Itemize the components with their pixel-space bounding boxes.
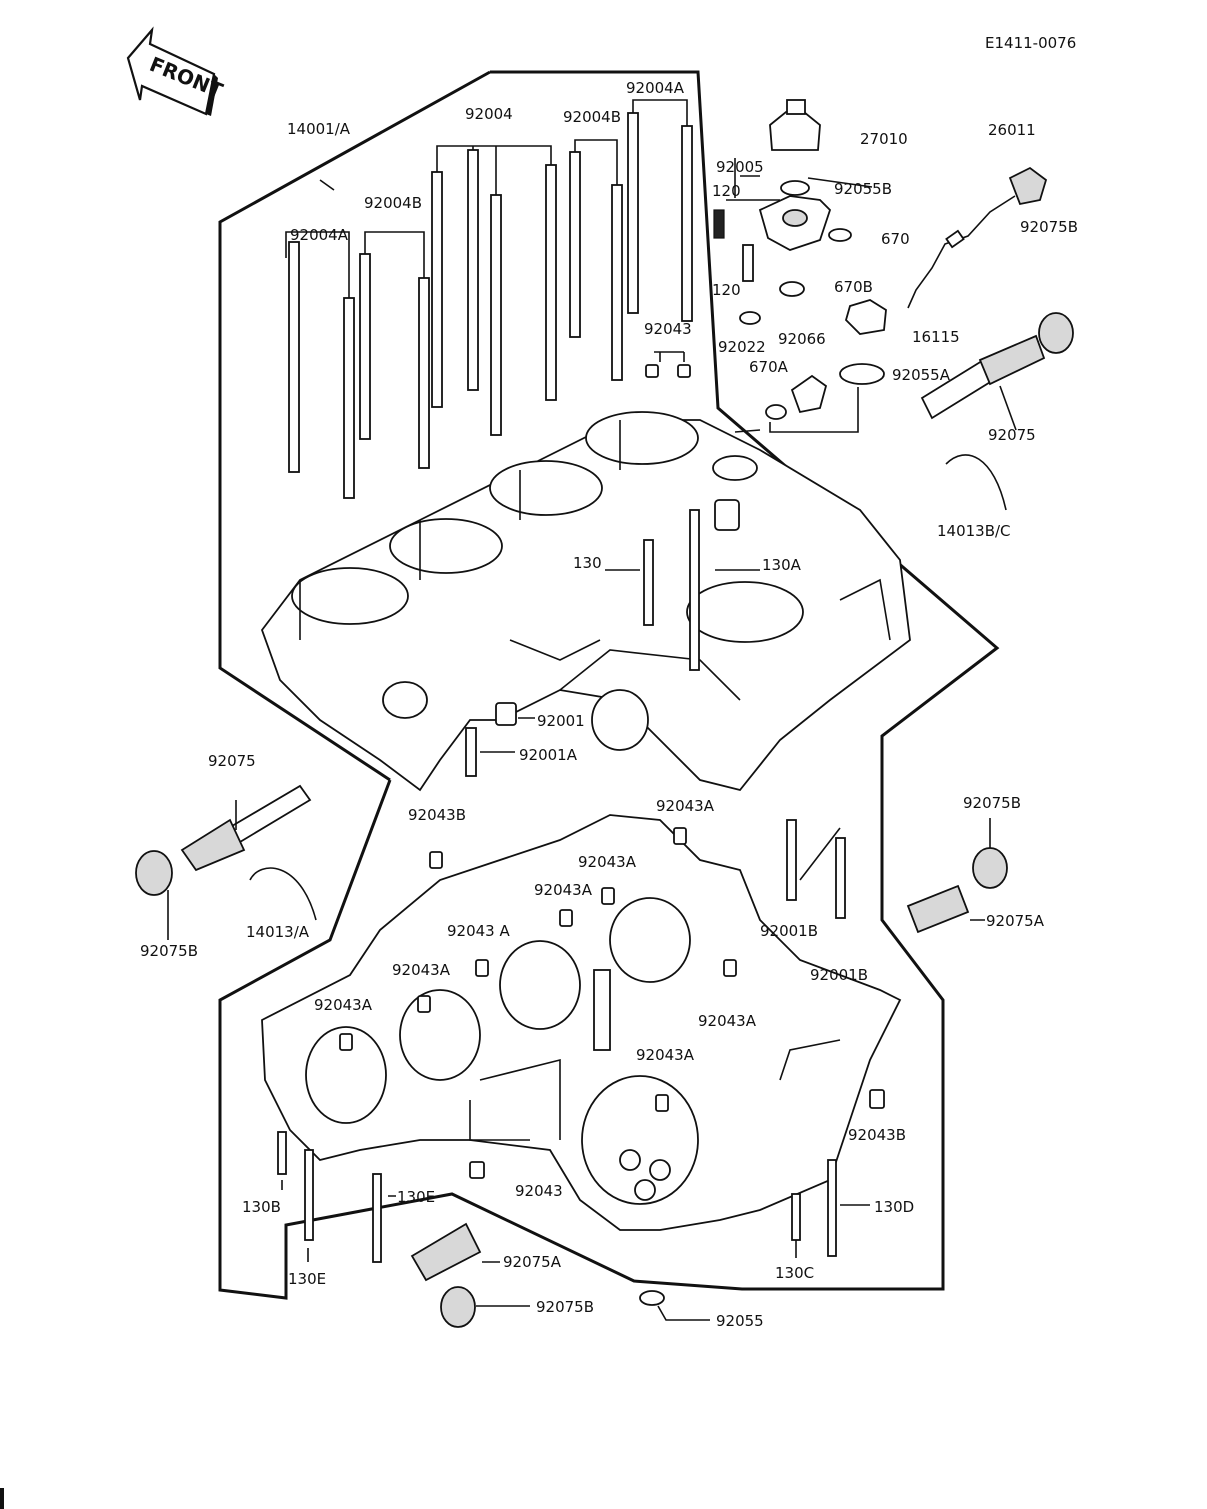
bolts-92001B [786, 819, 846, 919]
label-92004a-left: 92004A [290, 226, 349, 244]
oil-pipe-left [135, 784, 317, 940]
bearing-shell-arc [945, 454, 1007, 511]
label-92043-bottom: 92043 [515, 1182, 563, 1200]
label-92043-top: 92043 [644, 320, 692, 338]
label-92004a-top: 92004A [626, 79, 685, 97]
label-92075-left: 92075 [208, 752, 256, 770]
sensor-26011 [907, 166, 1048, 309]
label-92055: 92055 [716, 1312, 764, 1330]
label-130d: 130D [874, 1198, 914, 1216]
label-92043a-4: 92043 A [447, 922, 510, 940]
bolts-92001 [465, 702, 535, 777]
label-92075a-right: 92075A [986, 912, 1045, 930]
label-92043a-5: 92043A [392, 961, 451, 979]
label-92055b: 92055B [834, 180, 892, 198]
reference-code: E1411-0076 [985, 34, 1076, 52]
label-92004: 92004 [465, 105, 513, 123]
label-130b: 130B [242, 1198, 281, 1216]
label-14013bc: 14013B/C [937, 522, 1011, 540]
label-130e-1: 130E [397, 1188, 435, 1206]
part-labels: 14001/A 92004 92004A 92004B 92004B 92004… [140, 79, 1078, 1330]
label-27010: 27010 [860, 130, 908, 148]
label-92004b-mid: 92004B [364, 194, 422, 212]
label-92066: 92066 [778, 330, 826, 348]
label-92022: 92022 [718, 338, 766, 356]
label-92043a-6: 92043A [314, 996, 373, 1014]
label-92075b-bottom: 92075B [536, 1298, 594, 1316]
lower-crankcase [261, 814, 902, 1231]
label-14013a: 14013/A [246, 923, 310, 941]
label-92043b-left: 92043B [408, 806, 466, 824]
label-120-b: 120 [712, 281, 741, 299]
upper-crankcase [260, 411, 911, 792]
dowels [339, 351, 885, 1179]
bottom-bolts [277, 1131, 870, 1263]
label-92001: 92001 [537, 712, 585, 730]
page-edge-mark [0, 1488, 4, 1509]
label-92043a-7: 92043A [698, 1012, 757, 1030]
label-92075a-bottom: 92075A [503, 1253, 562, 1271]
label-92043a-2: 92043A [578, 853, 637, 871]
upper-case-group-border-left [218, 70, 491, 782]
oil-fittings [713, 99, 887, 433]
label-92043b-right: 92043B [848, 1126, 906, 1144]
label-92055a: 92055A [892, 366, 951, 384]
label-92043a-1: 92043A [656, 797, 715, 815]
label-120-a: 120 [712, 182, 741, 200]
label-670: 670 [881, 230, 910, 248]
stud-leaders [285, 99, 688, 298]
label-92075b-right-lower: 92075B [963, 794, 1021, 812]
strainer-right-lower [906, 818, 1008, 934]
label-92075b-left: 92075B [140, 942, 198, 960]
label-92001b-2: 92001B [810, 966, 868, 984]
label-130c: 130C [775, 1264, 814, 1282]
front-arrow-icon: FRONT [126, 26, 226, 116]
label-26011: 26011 [988, 121, 1036, 139]
label-92075-right: 92075 [988, 426, 1036, 444]
oil-pipe-right [920, 312, 1074, 431]
label-92004b-top: 92004B [563, 108, 621, 126]
label-92001b-1: 92001B [760, 922, 818, 940]
label-14001a: 14001/A [287, 120, 351, 138]
lower-case-group-border [218, 779, 945, 1300]
label-130a: 130A [762, 556, 802, 574]
label-130: 130 [573, 554, 602, 572]
strainer-bottom [410, 1222, 710, 1328]
label-92043a-3: 92043A [534, 881, 593, 899]
label-130e-2: 130E [288, 1270, 326, 1288]
label-92005: 92005 [716, 158, 764, 176]
label-92043a-8: 92043A [636, 1046, 695, 1064]
label-670a: 670A [749, 358, 789, 376]
label-16115: 16115 [912, 328, 960, 346]
label-92001a: 92001A [519, 746, 578, 764]
case-bolts-130 [605, 509, 760, 671]
label-92075b-right: 92075B [1020, 218, 1078, 236]
label-670b: 670B [834, 278, 873, 296]
